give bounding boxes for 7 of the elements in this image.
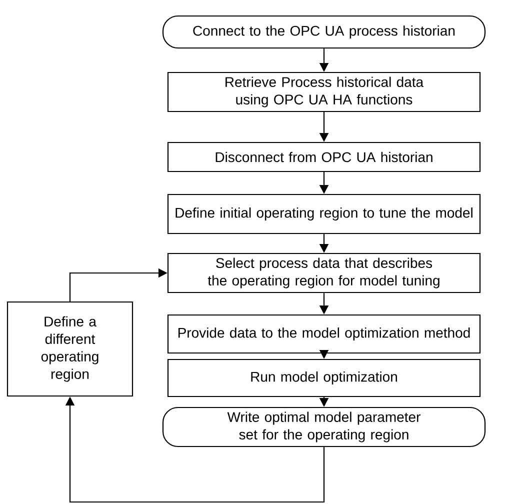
process-box: Provide data to the model optimization method (167, 314, 481, 354)
process-box: Run model optimization (167, 358, 481, 398)
process-box: Select process data that describes the operating region for model tuning (167, 252, 481, 294)
process-box: Retrieve Process historical data using OPC UA HA functions (167, 72, 481, 112)
process-box: Disconnect from OPC UA historian (167, 142, 481, 172)
process-box: Define initial operating region to tune the model (167, 194, 481, 234)
process-box: Define a different operating region (6, 301, 134, 397)
